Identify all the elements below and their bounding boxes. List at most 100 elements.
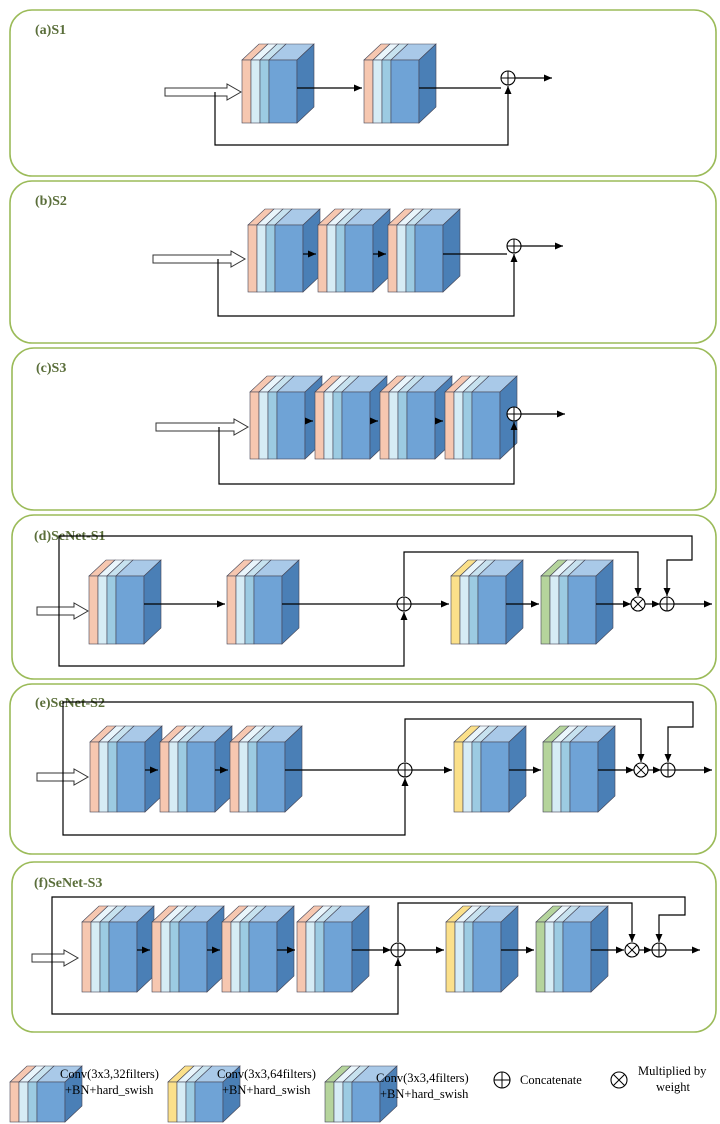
block-slice-face	[544, 921, 555, 993]
block-slice-face	[453, 391, 464, 460]
legend-multiply-icon	[610, 1071, 628, 1089]
block-slice-face	[314, 921, 325, 993]
block-side-face	[143, 559, 162, 645]
block-slice-face	[168, 741, 179, 813]
panel-c-input-arrow-icon	[155, 418, 250, 436]
block-slice-face	[540, 575, 551, 645]
panel-e-frame	[9, 683, 717, 855]
panel-e-skip-connection-outer	[62, 701, 694, 777]
block-slice-face	[444, 391, 455, 460]
block-slice-face	[258, 391, 269, 460]
block-slice-face	[276, 391, 306, 460]
block-slice-face	[226, 575, 237, 645]
panel-a-concat-icon	[500, 70, 516, 86]
block-slice-face	[247, 741, 258, 813]
block-side-face	[595, 559, 614, 645]
block-slice-face	[558, 575, 569, 645]
block-slice-face	[549, 575, 560, 645]
block-slice-face	[379, 391, 390, 460]
panel-a-title: (a)S1	[35, 23, 66, 38]
block-slice-face	[396, 224, 407, 293]
block-slice-face	[324, 1081, 335, 1123]
block-slice-face	[116, 741, 146, 813]
block-slice-face	[305, 921, 316, 993]
block-slice-face	[235, 575, 246, 645]
panel-b-conv-block-1	[247, 208, 321, 293]
block-slice-face	[462, 391, 473, 460]
panel-c-concat-icon	[506, 406, 522, 422]
legend-conv32-block-icon	[9, 1065, 83, 1123]
panel-d-conv-block-4	[540, 559, 614, 645]
block-slice-face	[185, 1081, 196, 1123]
block-slice-face	[405, 224, 416, 293]
block-slice-face	[267, 391, 278, 460]
panel-c-title: (c)S3	[36, 361, 66, 376]
panel-b-frame	[9, 180, 717, 344]
block-slice-face	[27, 1081, 38, 1123]
op-diag2	[612, 1073, 626, 1087]
block-side-face	[222, 1065, 241, 1123]
legend-conv64-line2: +BN+hard_swish	[222, 1083, 311, 1097]
block-slice-face	[390, 59, 420, 124]
block-slice-face	[477, 575, 507, 645]
block-slice-face	[249, 391, 260, 460]
panel-e-conv-block-64	[453, 725, 527, 813]
block-slice-face	[274, 224, 304, 293]
panel-e-skip-connection-bottom	[62, 777, 409, 836]
panel-f-conv-block-4	[296, 905, 370, 993]
block-slice-face	[229, 741, 240, 813]
block-slice-face	[177, 741, 188, 813]
block-side-face	[442, 208, 461, 293]
panel-c-conv-block-1	[249, 375, 323, 460]
panel-f-conv-block-4	[535, 905, 609, 993]
legend-conv4-line2: +BN+hard_swish	[380, 1087, 469, 1101]
block-slice-face	[106, 575, 117, 645]
block-slice-face	[480, 741, 510, 813]
block-slice-face	[178, 921, 208, 993]
block-side-face	[281, 559, 300, 645]
block-side-face	[351, 905, 370, 993]
block-slice-face	[230, 921, 241, 993]
block-slice-face	[239, 921, 250, 993]
block-slice-face	[238, 741, 249, 813]
block-slice-face	[406, 391, 436, 460]
block-slice-face	[454, 921, 465, 993]
block-side-face	[500, 905, 519, 993]
panel-e-skip-connection-inner	[404, 718, 645, 762]
block-slice-face	[194, 1081, 224, 1123]
panel-d-skip-connection-bottom	[58, 611, 408, 667]
block-slice-face	[241, 59, 252, 124]
legend-concat-icon	[493, 1071, 511, 1089]
panel-f-conv-block-64	[445, 905, 519, 993]
block-slice-face	[160, 921, 171, 993]
panel-d-conv-block-64	[450, 559, 524, 645]
panel-f-skip-connection-bottom	[51, 958, 402, 1015]
block-slice-face	[317, 224, 328, 293]
block-slice-face	[372, 59, 383, 124]
input-arrow-shape	[164, 83, 243, 101]
panel-a-input-arrow-icon	[164, 83, 243, 101]
block-slice-face	[459, 575, 470, 645]
block-slice-face	[553, 921, 564, 993]
block-slice-face	[323, 921, 353, 993]
input-arrow-shape	[31, 949, 80, 967]
block-slice-face	[387, 224, 398, 293]
input-arrow-shape	[155, 418, 250, 436]
block-slice-face	[221, 921, 232, 993]
panel-a-conv-block-1	[241, 43, 315, 124]
block-slice-face	[9, 1081, 20, 1123]
block-slice-face	[296, 921, 307, 993]
block-slice-face	[256, 224, 267, 293]
panel-d-frame	[11, 514, 717, 680]
panel-c-skip-connection	[218, 422, 518, 485]
block-slice-face	[36, 1081, 66, 1123]
panel-f-conv-block-1	[81, 905, 155, 993]
panel-d-concat-icon	[396, 596, 412, 612]
block-slice-face	[186, 741, 216, 813]
panel-d-concat-out-icon	[659, 596, 675, 612]
block-slice-face	[551, 741, 562, 813]
block-slice-face	[562, 921, 592, 993]
panel-e-concat-out-icon	[660, 762, 676, 778]
block-slice-face	[567, 575, 597, 645]
panel-d-conv-block-1	[88, 559, 162, 645]
